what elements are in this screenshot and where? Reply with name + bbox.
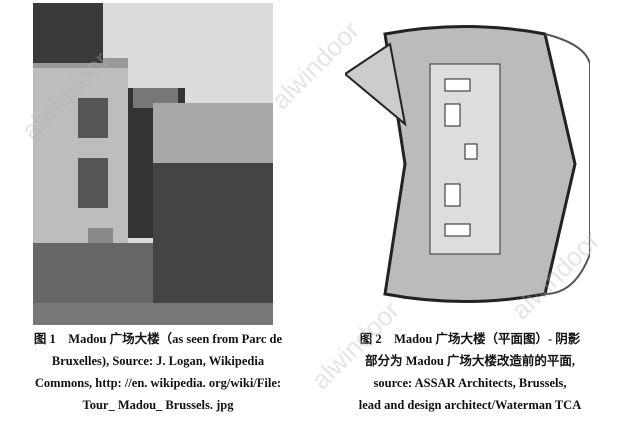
caption-line: 图 2 Madou 广场大楼（平面图）- 阴影 [359,332,581,346]
figure2-caption: 图 2 Madou 广场大楼（平面图）- 阴影 部分为 Madou 广场大楼改造… [330,328,610,416]
caption-line: 部分为 Madou 广场大楼改造前的平面, [364,354,576,368]
caption-line: 图 1 Madou 广场大楼（as seen from Parc de [33,332,283,346]
caption-line: lead and design architect/Waterman TCA [358,398,582,412]
caption-line: Commons, http: //en. wikipedia. org/wiki… [34,376,282,390]
figure1-caption: 图 1 Madou 广场大楼（as seen from Parc de Brux… [8,328,308,416]
caption-line: Bruxelles), Source: J. Logan, Wikipedia [51,354,265,368]
madou-floor-plan [345,4,590,306]
caption-line: Tour_ Madou_ Brussels. jpg [82,398,234,412]
caption-line: source: ASSAR Architects, Brussels, [373,376,567,390]
madou-tower-photo [33,3,273,325]
